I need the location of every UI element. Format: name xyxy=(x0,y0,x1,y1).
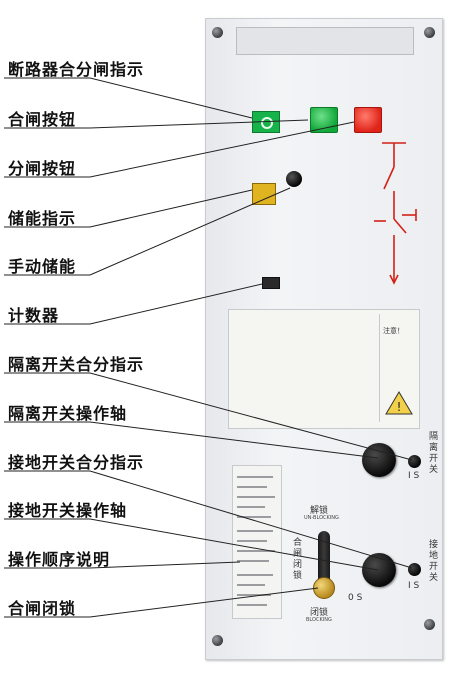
manual-charge-hole[interactable] xyxy=(286,171,302,187)
notice-title: 注意！ xyxy=(383,327,404,335)
earth-dial-marks: I S xyxy=(408,581,420,591)
leader-line xyxy=(89,421,379,459)
leader-line xyxy=(89,561,241,569)
switchgear-panel: 注意！ ! I S 隔离开关 I S 0 S 接地开关 解锁 UN-BLOCKI… xyxy=(205,18,443,660)
single-line-diagram xyxy=(374,142,417,285)
label-isolator-shaft: 隔离开关操作轴 xyxy=(8,404,128,423)
closing-lock-knob[interactable] xyxy=(313,577,335,599)
leader-line xyxy=(89,587,319,618)
warning-icon: ! xyxy=(385,391,413,415)
leader-line xyxy=(89,77,253,119)
unlock-label: 解锁 xyxy=(310,506,329,516)
lock-label: 闭锁 xyxy=(310,608,329,618)
screw xyxy=(424,619,435,630)
earth-dial-marks-left: 0 S xyxy=(348,593,363,603)
operation-counter xyxy=(262,277,280,289)
label-manual-charge: 手动储能 xyxy=(8,257,77,276)
earth-side-label: 接地开关 xyxy=(427,539,437,583)
isolator-dial-marks: I S xyxy=(408,471,420,481)
name-plate xyxy=(236,27,414,55)
label-sequence-notes: 操作顺序说明 xyxy=(8,550,111,569)
leader-line xyxy=(89,121,355,178)
warning-symbol: ! xyxy=(397,400,402,414)
label-counter: 计数器 xyxy=(8,306,60,325)
isolator-position-indicator xyxy=(408,455,421,468)
label-open-button: 分闸按钮 xyxy=(8,159,77,178)
label-earth-shaft: 接地开关操作轴 xyxy=(8,501,128,520)
leader-line xyxy=(89,283,263,325)
label-earth-indicator: 接地开关合分指示 xyxy=(8,453,145,472)
open-button[interactable] xyxy=(354,107,382,133)
earth-operating-shaft[interactable] xyxy=(362,553,396,587)
label-breaker-indicator: 断路器合分闸指示 xyxy=(8,60,145,79)
label-close-button: 合闸按钮 xyxy=(8,110,77,129)
leader-line xyxy=(89,470,413,569)
lock-sub-label: BLOCKING xyxy=(306,617,332,623)
screw xyxy=(212,27,223,38)
earth-position-indicator xyxy=(408,563,421,576)
unlock-sub-label: UN-BLOCKING xyxy=(304,515,339,521)
screw xyxy=(424,27,435,38)
isolator-operating-shaft[interactable] xyxy=(362,443,396,477)
isolator-side-label: 隔离开关 xyxy=(427,431,437,475)
leader-line xyxy=(89,372,413,461)
leader-line xyxy=(89,189,253,228)
label-isolator-indicator: 隔离开关合分指示 xyxy=(8,355,145,374)
closing-lock-vertical-label: 合闸闭锁 xyxy=(291,537,301,581)
label-close-lock: 合闸闭锁 xyxy=(8,599,77,618)
leader-line xyxy=(89,187,291,276)
label-charge-indicator: 储能指示 xyxy=(8,209,77,228)
leader-line xyxy=(89,119,309,129)
rating-card: 注意！ ! xyxy=(228,309,420,429)
screw xyxy=(212,635,223,646)
leader-line xyxy=(89,518,379,571)
